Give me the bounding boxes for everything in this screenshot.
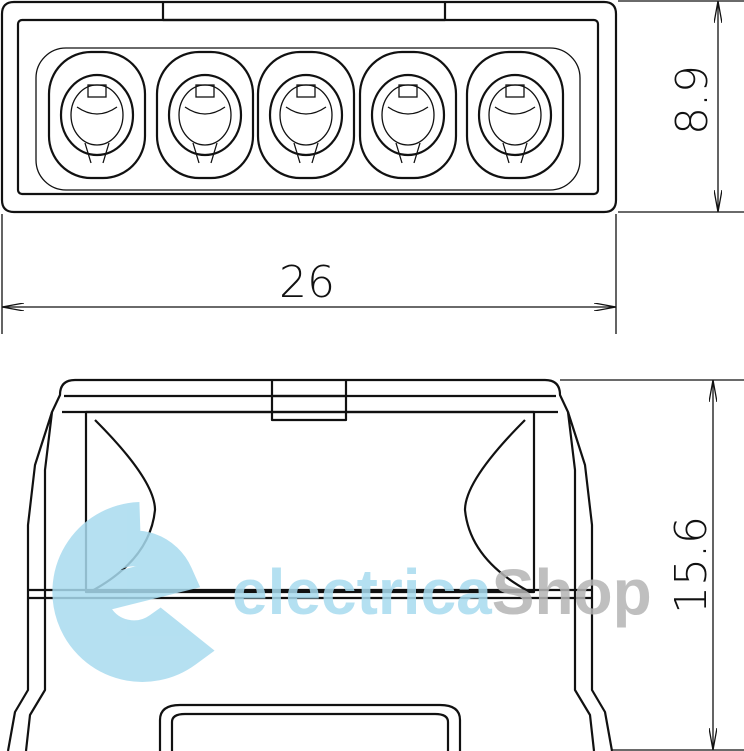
dimension-height-label: 15.6 bbox=[666, 516, 717, 614]
terminal-opening bbox=[47, 50, 147, 180]
watermark-text-primary: electrica bbox=[232, 556, 492, 628]
terminal-opening bbox=[358, 50, 458, 180]
top-view bbox=[0, 0, 618, 214]
watermark-text: electricaShop bbox=[232, 556, 652, 628]
dimension-depth-label: 8.9 bbox=[667, 65, 718, 135]
dimension-height: 15.6 bbox=[560, 379, 744, 751]
dimension-width: 26 bbox=[1, 214, 617, 334]
terminal-opening bbox=[256, 50, 356, 180]
terminal-opening bbox=[465, 50, 565, 180]
terminal-opening bbox=[155, 50, 255, 180]
watermark-text-secondary: Shop bbox=[492, 556, 652, 628]
dimension-depth: 8.9 bbox=[618, 0, 744, 213]
side-view bbox=[6, 378, 614, 751]
watermark-logo: electricaShop bbox=[52, 502, 652, 682]
dimension-width-label: 26 bbox=[279, 257, 335, 308]
